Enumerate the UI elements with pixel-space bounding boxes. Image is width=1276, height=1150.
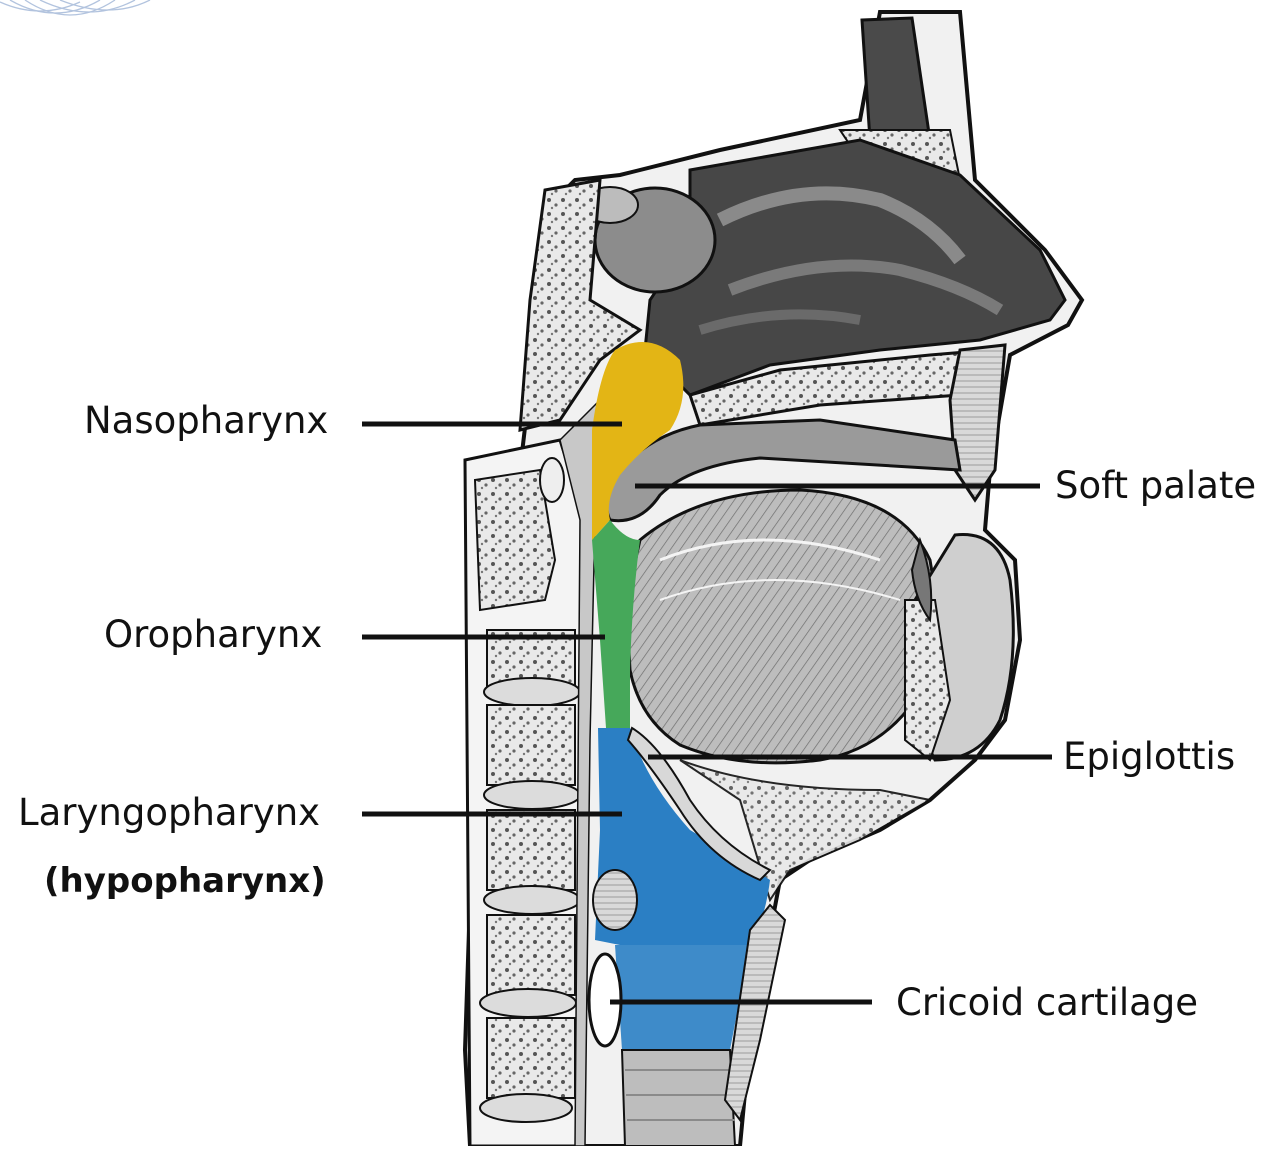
cervical-spine <box>465 440 585 1146</box>
cricoid-region <box>615 945 750 1050</box>
tongue <box>629 490 935 763</box>
label-cricoid-cartilage: Cricoid cartilage <box>896 984 1198 1021</box>
label-soft-palate: Soft palate <box>1055 467 1256 504</box>
label-nasopharynx: Nasopharynx <box>84 402 328 439</box>
label-epiglottis: Epiglottis <box>1063 738 1235 775</box>
wave-pattern-icon <box>0 0 150 15</box>
label-laryngopharynx: Laryngopharynx <box>18 794 320 831</box>
label-oropharynx: Oropharynx <box>104 616 322 653</box>
upper-lip <box>950 345 1005 500</box>
label-hypopharynx: (hypopharynx) <box>44 864 326 898</box>
trachea <box>622 1050 735 1146</box>
